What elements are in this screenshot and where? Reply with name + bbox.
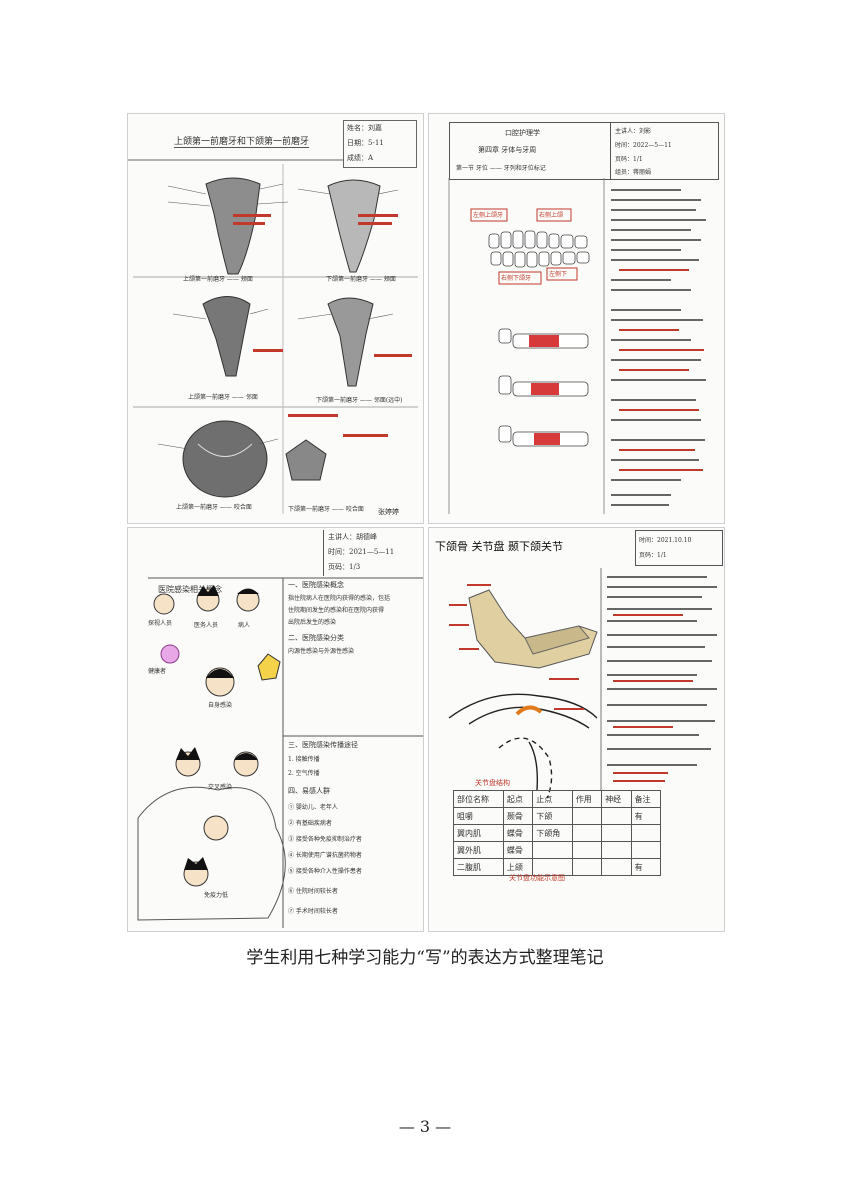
figure-label: 免疫力低 — [204, 892, 229, 899]
figure-label: 自身感染 — [208, 702, 233, 709]
table-row: 翼外肌蝶骨 — [453, 841, 662, 859]
diagram-label: 关节盘结构 — [475, 779, 510, 787]
caption-lower-proximal: 下颌第一前磨牙 —— 邻面(远中) — [316, 397, 403, 404]
header-box: 口腔护理学 第四章 牙体与牙周 第一节 牙位 —— 牙列和牙位标记 主讲人：刘影… — [449, 122, 719, 180]
page-number: — 3 — — [398, 1117, 452, 1136]
figure-label: 健康者 — [148, 668, 167, 675]
figure-label: 医务人员 — [194, 622, 219, 629]
table-row: 二腹肌上颌 有 — [453, 858, 662, 876]
info-box: 姓名：刘嘉 日期：5-11 成绩：A — [343, 120, 417, 168]
tag-upper-left: 左侧上颌牙 — [473, 212, 504, 219]
figure-label: 病人 — [238, 622, 251, 629]
table-row: 翼内肌蝶骨下颌角 — [453, 824, 662, 842]
caption-upper-proximal: 上颌第一前磨牙 —— 邻面 — [188, 394, 258, 401]
caption-lower-occlusal: 下颌第一前磨牙 —— 咬合面 — [288, 506, 364, 513]
note-photo-hospital-infection: 主讲人：胡德峰 时间：2021—5—11 页码：1/3 医院感染相关概念 一、医… — [127, 527, 424, 932]
caption-lower-buccal: 下颌第一前磨牙 —— 颊面 — [326, 276, 396, 283]
tag-lower-left: 左侧下 — [549, 271, 568, 278]
note-photo-mandible: 下颌骨 关节盘 颞下颌关节 时间：2021.10.10 页码：1/1 — [428, 527, 725, 932]
note-photo-dentition: 口腔护理学 第四章 牙体与牙周 第一节 牙位 —— 牙列和牙位标记 主讲人：刘影… — [428, 113, 725, 524]
dentition-drawings — [448, 178, 706, 514]
mandible-drawing — [448, 568, 717, 799]
info-box: 主讲人：胡德峰 时间：2021—5—11 页码：1/3 — [323, 530, 419, 576]
table-footer-note: 关节盘功能示意图 — [509, 874, 565, 882]
caption-upper-buccal: 上颌第一前磨牙 —— 颊面 — [183, 276, 253, 283]
figure-label: 探视人员 — [148, 620, 173, 627]
figure-caption: 学生利用七种学习能力“写”的表达方式整理笔记 — [246, 948, 604, 968]
info-box: 时间：2021.10.10 页码：1/1 — [635, 530, 723, 566]
note-title: 医院感染相关概念 — [158, 585, 222, 594]
tag-upper-right: 右侧上颌 — [539, 212, 564, 219]
figure-label: 交叉感染 — [208, 784, 233, 791]
note-photo-tooth-morphology: 上颌第一前磨牙和下颌第一前磨牙 姓名：刘嘉 日期：5-11 成绩：A — [127, 113, 424, 524]
table-row: 咀嚼颞骨下颌 有 — [453, 807, 662, 825]
note-title: 下颌骨 关节盘 颞下颌关节 — [435, 540, 563, 553]
muscle-table: 部位名称 起点 止点 作用 神经 备注 咀嚼颞骨下颌 有 翼内肌蝶骨下颌角 翼外… — [453, 790, 662, 876]
tooth-drawing-grid — [128, 159, 418, 514]
tag-lower-right: 右侧下颌牙 — [501, 275, 532, 282]
infection-cartoons — [137, 577, 423, 928]
note-title: 上颌第一前磨牙和下颌第一前磨牙 — [174, 134, 310, 148]
signature: 张婷婷 — [378, 508, 399, 516]
caption-upper-occlusal: 上颌第一前磨牙 —— 咬合面 — [176, 504, 252, 511]
